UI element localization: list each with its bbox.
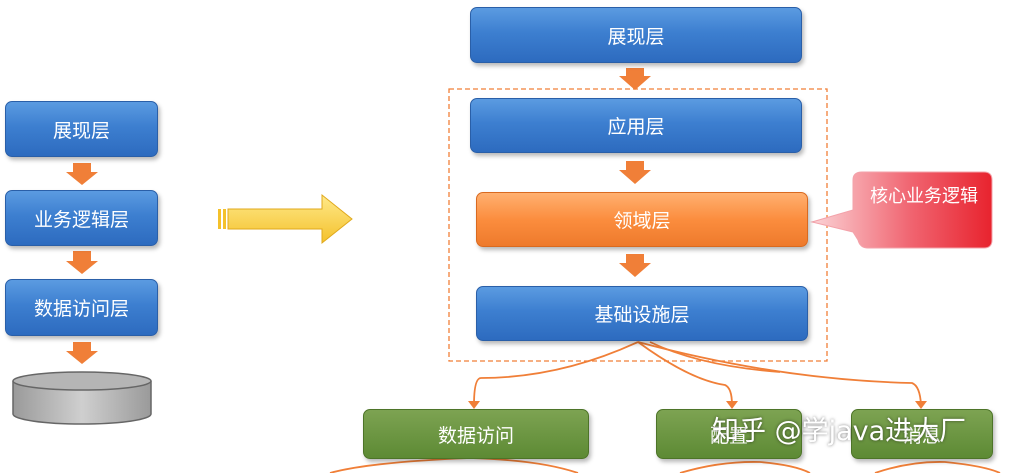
left-data-access-layer: 数据访问层 [5, 279, 158, 336]
domain-layer: 领域层 [476, 192, 808, 247]
database-cylinder-icon [12, 371, 152, 425]
left-down-arrow-2 [66, 251, 98, 274]
infrastructure-layer: 基础设施层 [476, 286, 808, 341]
config-module-label: 配置 [709, 424, 748, 447]
left-presentation-layer: 展现层 [5, 101, 158, 157]
application-layer: 应用层 [470, 98, 802, 153]
infrastructure-label: 基础设施层 [594, 304, 690, 326]
config-module: 配置 [656, 409, 802, 459]
branch-arrowheads [468, 401, 927, 409]
left-down-arrow-3 [66, 342, 98, 364]
branch-connectors [473, 341, 922, 406]
right-down-arrow-3 [619, 254, 651, 277]
data-access-module-label: 数据访问 [437, 424, 514, 447]
right-presentation-layer: 展现层 [470, 7, 802, 63]
domain-label: 领域层 [613, 210, 671, 232]
data-access-module: 数据访问 [363, 409, 589, 459]
left-data-access-label: 数据访问层 [33, 298, 129, 320]
message-module-label: 消息 [902, 424, 941, 447]
transition-arrow-icon [218, 193, 353, 245]
right-down-arrow-2 [619, 161, 651, 184]
left-down-arrow-1 [66, 163, 98, 185]
left-business-logic-label: 业务逻辑层 [33, 208, 129, 231]
left-presentation-label: 展现层 [52, 119, 110, 142]
application-label: 应用层 [607, 116, 665, 138]
callout-label: 核心业务逻辑 [870, 186, 978, 207]
left-business-logic-layer: 业务逻辑层 [5, 190, 158, 246]
zhihu-watermark: 知乎 @学java进大厂 [712, 416, 967, 447]
message-module: 消息 [851, 409, 993, 459]
right-down-arrow-1 [619, 68, 651, 90]
core-logic-callout [810, 171, 993, 249]
right-presentation-label: 展现层 [607, 25, 665, 48]
lower-curves [329, 457, 1001, 473]
